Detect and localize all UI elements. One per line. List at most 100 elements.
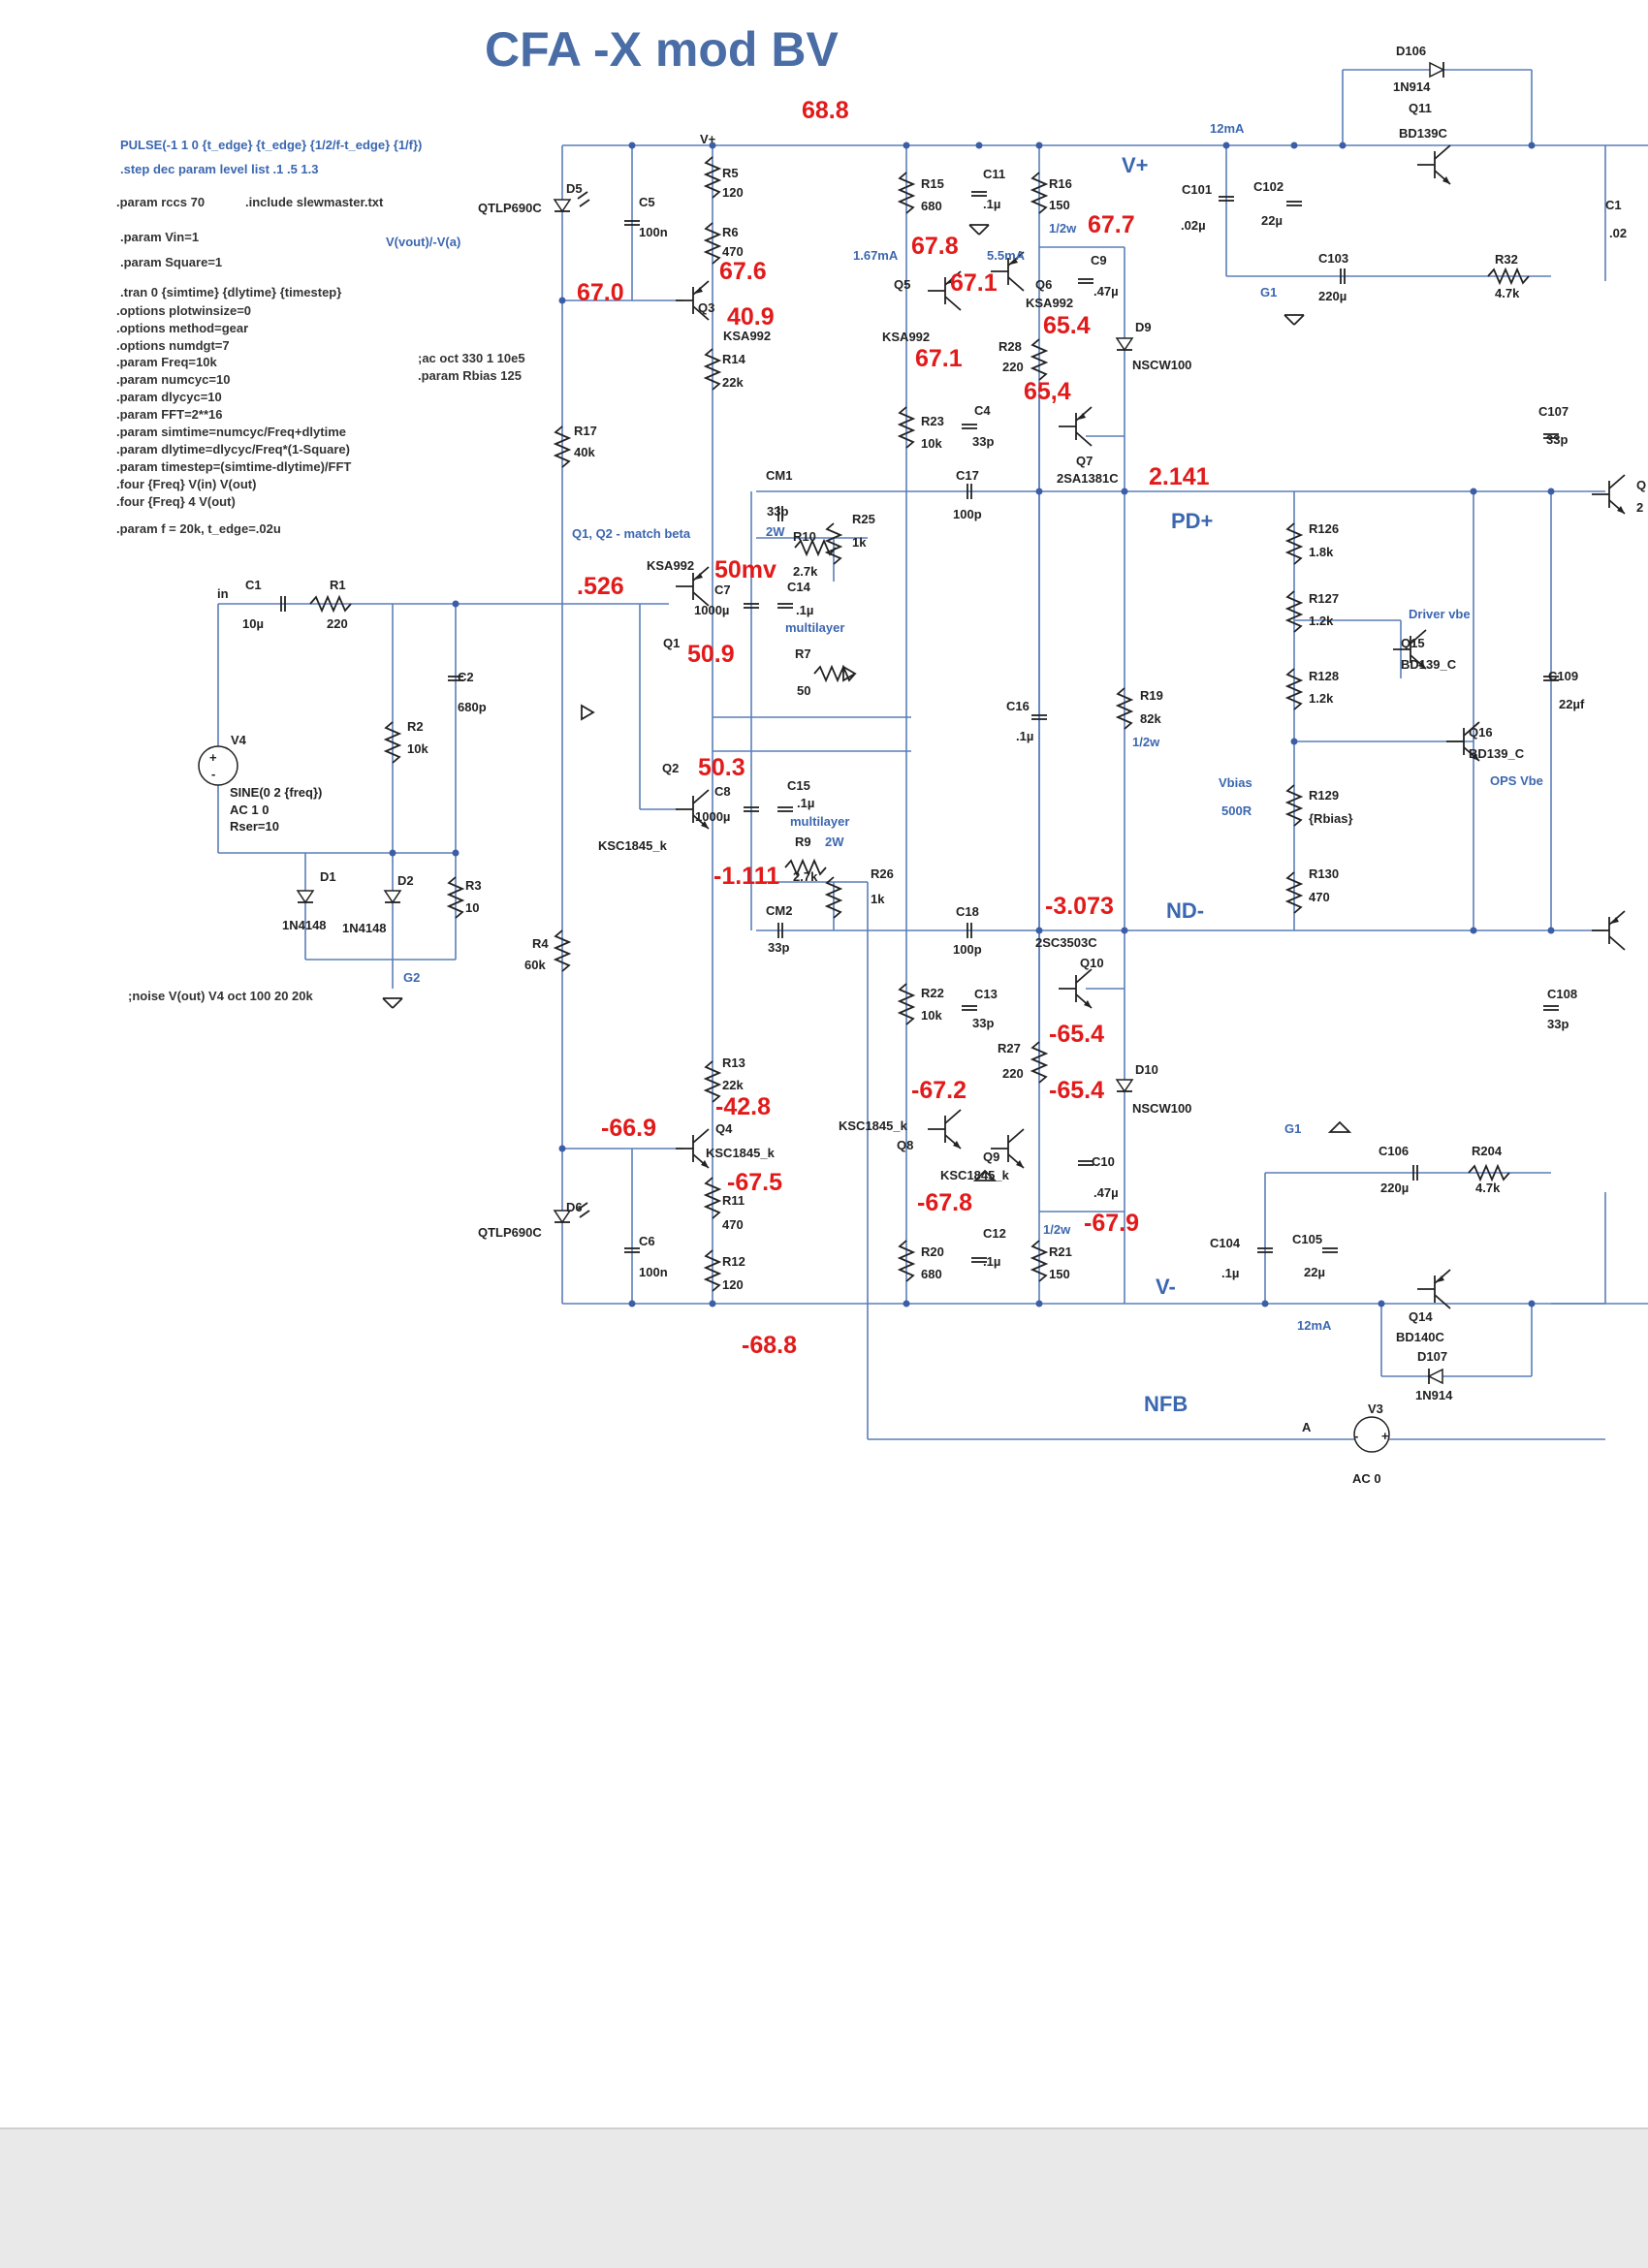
ops-vbe-label: OPS Vbe	[1490, 773, 1543, 788]
d1-ref: D1	[320, 869, 336, 884]
net-nfb: NFB	[1144, 1392, 1188, 1416]
voltage-annotations: 68.8 -68.8 67.0 67.6 40.9 67.8 67.1 67.1…	[577, 97, 1210, 1359]
voltage-q5-emitter: 67.1	[950, 269, 998, 297]
d5-model: QTLP690C	[478, 201, 542, 215]
options-numdgt: .options numdgt=7	[116, 338, 230, 353]
r5-ref: R5	[722, 166, 739, 180]
q7-model: 2SA1381C	[1057, 471, 1119, 486]
r12-ref: R12	[722, 1254, 745, 1269]
c11-value: .1µ	[983, 197, 1000, 211]
svg-text:+: +	[1381, 1429, 1389, 1443]
d2-ref: D2	[397, 873, 414, 888]
d6-model: QTLP690C	[478, 1225, 542, 1240]
c13-value: 33p	[972, 1016, 994, 1030]
r28-ref: R28	[998, 339, 1022, 354]
c4-value: 33p	[972, 434, 994, 449]
q2-ref: Q2	[662, 761, 679, 775]
voltage-input: .526	[577, 573, 624, 600]
r10-ref: R10	[793, 529, 816, 544]
wires	[217, 69, 1648, 1440]
d1-model: 1N4148	[282, 918, 327, 932]
c101-value: .02µ	[1181, 218, 1206, 233]
options-plotwinsize: .options plotwinsize=0	[116, 303, 252, 318]
d6-ref: D6	[566, 1200, 583, 1214]
d10-model: NSCW100	[1132, 1101, 1191, 1116]
net-a: A	[1302, 1420, 1312, 1434]
voltage-q7-base: 65,4	[1024, 378, 1071, 405]
current-q5: 1.67mA	[853, 248, 899, 263]
net-g2: G2	[403, 970, 420, 985]
r12-value: 120	[722, 1277, 744, 1292]
v3-ac: AC 0	[1352, 1471, 1381, 1486]
c1-ref: C1	[245, 578, 262, 592]
param-rbias: .param Rbias 125	[418, 368, 522, 383]
voltage-q9-emitter: -67.9	[1084, 1210, 1139, 1237]
c108-ref: C108	[1547, 987, 1577, 1001]
r1-value: 220	[327, 616, 348, 631]
r19-value: 82k	[1140, 711, 1161, 726]
c7-value: 1000µ	[694, 603, 729, 617]
c7-ref: C7	[714, 583, 731, 597]
q9-model: KSC1845_k	[940, 1168, 1010, 1182]
d2-model: 1N4148	[342, 921, 387, 935]
current-bottom: 12mA	[1297, 1318, 1332, 1333]
param-square: .param Square=1	[120, 255, 223, 269]
voltage-q1-collector: 50.9	[687, 641, 735, 668]
net-g1-top: G1	[1260, 285, 1277, 299]
c9-ref: C9	[1091, 253, 1107, 268]
c13-ref: C13	[974, 987, 998, 1001]
q14-ref: Q14	[1409, 1309, 1433, 1324]
c2-ref: C2	[458, 670, 474, 684]
q1-ref: Q1	[663, 636, 680, 650]
diodes	[297, 61, 1445, 1385]
q3-ref: Q3	[698, 300, 714, 315]
r15-ref: R15	[921, 176, 944, 191]
c10-value: .47µ	[1093, 1185, 1119, 1200]
q8-model: KSC1845_k	[839, 1118, 908, 1133]
c5-value: 100n	[639, 225, 668, 239]
net-vplus: V+	[1122, 153, 1149, 177]
c107-value: 33p	[1546, 432, 1568, 447]
q9-ref: Q9	[983, 1150, 999, 1164]
c18-ref: C18	[956, 904, 979, 919]
c1-value: 10µ	[242, 616, 264, 631]
q14-model: BD140C	[1396, 1330, 1444, 1344]
c16-ref: C16	[1006, 699, 1030, 713]
voltage-nd: -3.073	[1045, 893, 1114, 920]
schematic-title: CFA -X mod BV	[485, 22, 839, 77]
q5-ref: Q5	[894, 277, 910, 292]
voltage-q6-collector: 65.4	[1043, 312, 1091, 339]
voltage-q1-emitter: 50mv	[714, 556, 776, 583]
step-directive: .step dec param level list .1 .5 1.3	[120, 162, 319, 176]
c8-ref: C8	[714, 784, 731, 799]
c14-note: multilayer	[785, 620, 844, 635]
q4-model: KSC1845_k	[706, 1146, 776, 1160]
include-directive: .include slewmaster.txt	[245, 195, 384, 209]
c16-value: .1µ	[1016, 729, 1033, 743]
r15-value: 680	[921, 199, 942, 213]
r21-value: 150	[1049, 1267, 1070, 1281]
q15-ref: Q15	[1401, 636, 1425, 650]
voltage-q4-collector: -42.8	[715, 1093, 771, 1120]
scanner-margin	[0, 2127, 1648, 2268]
q5-model: KSA992	[882, 330, 930, 344]
r9-value: 2.7k	[793, 869, 818, 884]
r21-power: 1/2w	[1043, 1222, 1071, 1237]
r127-value: 1.2k	[1309, 614, 1334, 628]
c104-value: .1µ	[1221, 1266, 1239, 1280]
r129-ref: R129	[1309, 788, 1339, 803]
q3-model: KSA992	[723, 329, 771, 343]
net-in: in	[217, 586, 229, 601]
q6-model: KSA992	[1026, 296, 1073, 310]
param-fft: .param FFT=2**16	[116, 407, 223, 422]
q6-ref: Q6	[1035, 277, 1052, 292]
c1-right-value: .02	[1609, 226, 1627, 240]
v4-func: SINE(0 2 {freq})	[230, 785, 322, 800]
schematic-drawing: +- -+ R5 120 R6 470 R14 22k Q3 KSA992 R1…	[198, 44, 1648, 1486]
r19-power: 1/2w	[1132, 735, 1160, 749]
param-dlycyc: .param dlycyc=10	[116, 390, 222, 404]
r204-ref: R204	[1472, 1144, 1503, 1158]
voltage-q3-collector: 40.9	[727, 303, 775, 331]
c102-ref: C102	[1253, 179, 1284, 194]
v4-ref: V4	[231, 733, 247, 747]
